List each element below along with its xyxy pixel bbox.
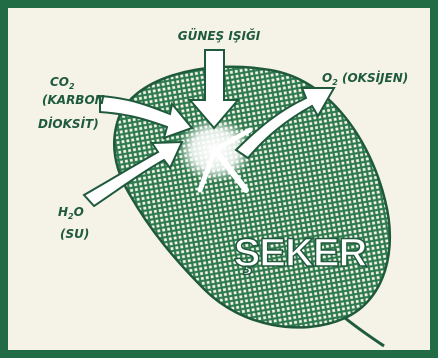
sunlight-label: GÜNEŞ IŞIĞI [178,28,261,43]
sugar-label: ŞEKER [234,231,368,275]
leaf-stem [345,318,384,346]
co2-formula: CO [50,75,69,89]
co2-name-line1: (KARBON [42,93,105,107]
co2-label: CO2 [50,75,75,91]
h2o-h: H [58,205,68,219]
co2-subscript: 2 [69,82,75,91]
h2o-o: O [74,205,84,219]
o2-name: (OKSİJEN) [338,70,408,85]
h2o-label: H2O [58,205,84,221]
co2-name-line2: DİOKSİT) [38,116,99,131]
o2-formula: O [322,71,332,85]
o2-label: O2 (OKSİJEN) [322,70,408,87]
h2o-name: (SU) [60,227,89,241]
leaf-shape [114,67,390,328]
